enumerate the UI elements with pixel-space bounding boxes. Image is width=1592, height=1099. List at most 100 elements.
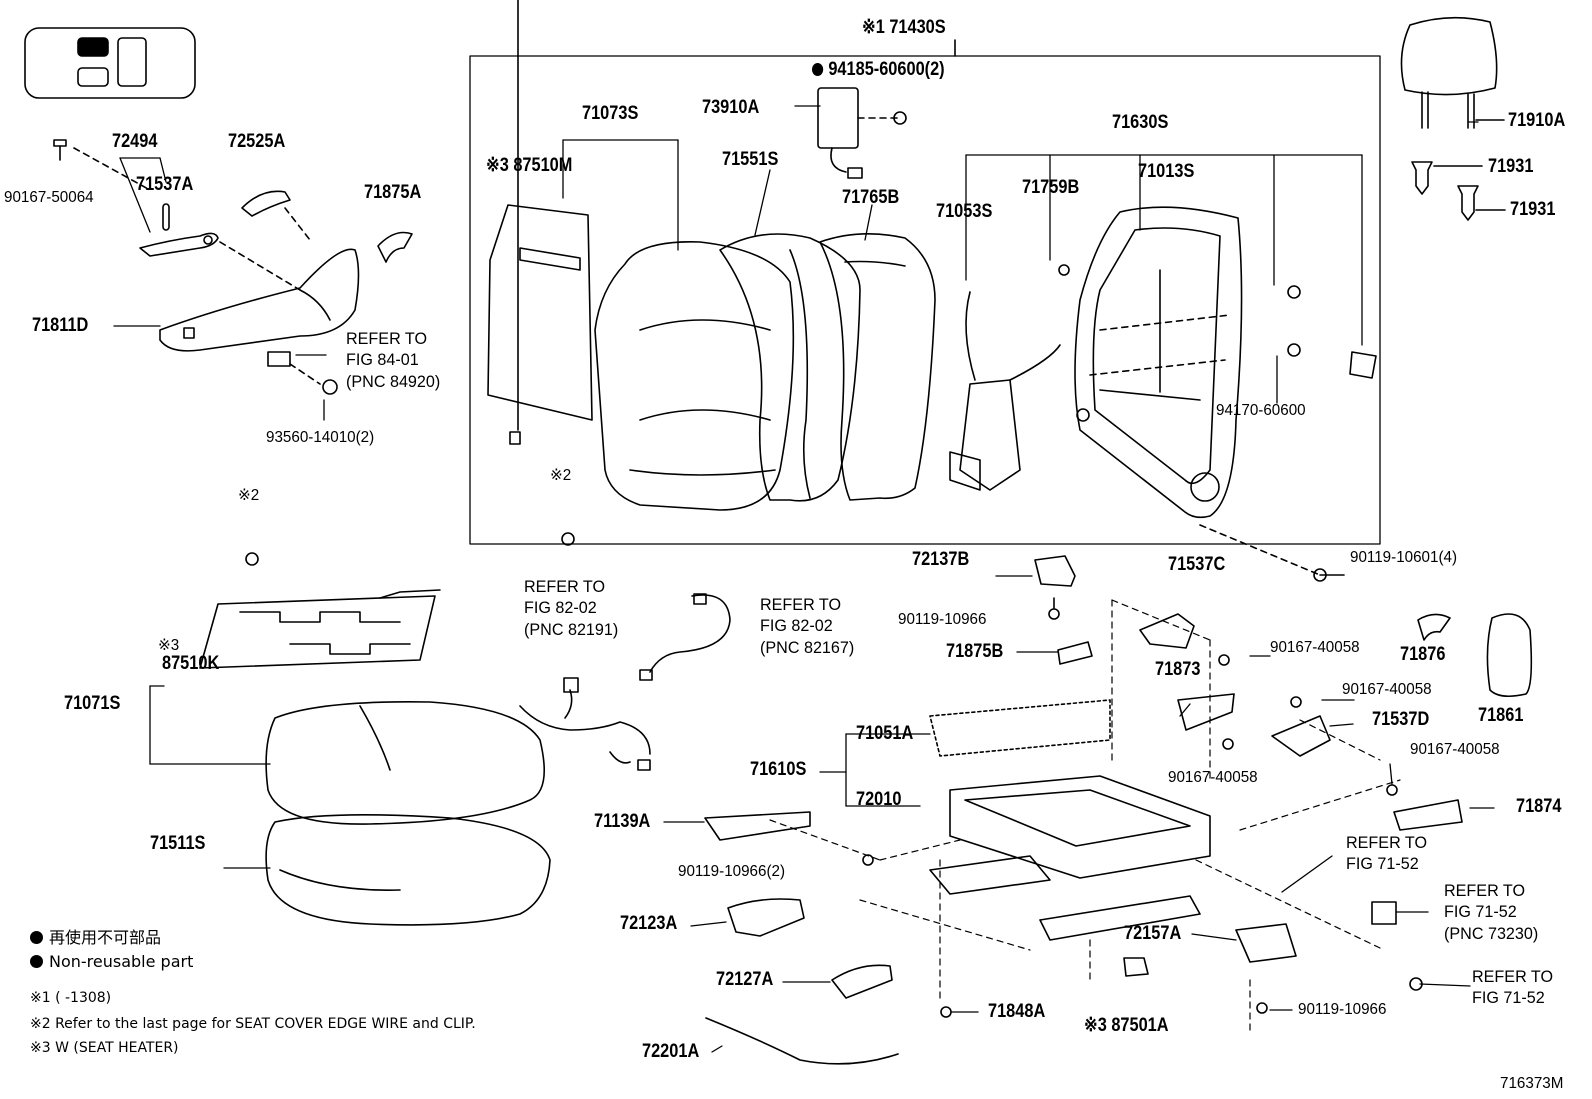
refer-fig-71-52-a: REFER TO FIG 71-52 xyxy=(1346,832,1427,875)
part-label-71630S: 71630S xyxy=(1112,112,1169,133)
legend-jp-text: 再使用不可部品 xyxy=(49,928,162,947)
part-label-90119-10966-bottom: 90119-10966 xyxy=(1298,1001,1387,1018)
part-label-71874: 71874 xyxy=(1516,796,1562,817)
non-reusable-dot-icon xyxy=(812,63,824,76)
part-label-71071S: 71071S xyxy=(64,693,121,714)
part-number: 94185-60600(2) xyxy=(828,59,945,80)
part-label-71931-lower: 71931 xyxy=(1510,199,1556,220)
part-label-71931-upper: 71931 xyxy=(1488,156,1534,177)
part-label-71759B: 71759B xyxy=(1022,177,1080,198)
non-reusable-dot-icon xyxy=(30,955,43,968)
wire-harness-icon xyxy=(519,593,731,771)
part-label-71910A: 71910A xyxy=(1508,110,1566,131)
refer-fig-text: FIG 82-02 xyxy=(760,616,833,636)
legend-japanese: 再使用不可部品 xyxy=(30,930,161,946)
seat-cushion-heater-icon xyxy=(199,589,441,669)
refer-to-text: REFER TO xyxy=(760,595,842,614)
part-label-87510K: 87510K xyxy=(162,653,220,674)
hinge-cover-icon xyxy=(377,231,413,263)
refer-to-text: REFER TO xyxy=(1346,833,1428,852)
seat-cushion-cover-icon xyxy=(265,701,546,825)
refer-fig-text: FIG 84-01 xyxy=(346,350,419,370)
seat-heater-pad-icon xyxy=(487,0,593,445)
part-label-71013S: 71013S xyxy=(1138,161,1195,182)
refer-to-text: REFER TO xyxy=(346,329,428,348)
refer-to-text: REFER TO xyxy=(524,577,606,596)
seatback-assembly-frame xyxy=(469,55,1381,545)
part-label-90119-10966-top: 90119-10966 xyxy=(898,611,987,628)
part-label-72010: 72010 xyxy=(856,789,902,810)
seatback-frame-icon xyxy=(1074,206,1243,519)
refer-to-text: REFER TO xyxy=(1472,967,1554,986)
refer-pnc-text: (PNC 82167) xyxy=(760,637,855,657)
part-label-94170-60600: 94170-60600 xyxy=(1216,402,1306,419)
part-label-71537D: 71537D xyxy=(1372,709,1430,730)
note-mark-2-center: ※2 xyxy=(550,467,572,484)
part-label-71430S: ※1 71430S xyxy=(862,17,946,38)
part-label-72123A: 72123A xyxy=(620,913,678,934)
part-label-72201A: 72201A xyxy=(642,1041,700,1062)
refer-fig-71-52-c: REFER TO FIG 71-52 xyxy=(1472,966,1553,1009)
part-label-71861: 71861 xyxy=(1478,705,1524,726)
leaders-lower xyxy=(663,575,1495,1053)
legend-en-text: Non-reusable part xyxy=(49,952,194,971)
part-label-71610S: 71610S xyxy=(750,759,807,780)
clip-icon xyxy=(267,351,338,395)
refer-fig-82-02-pnc-82167: REFER TO FIG 82-02 (PNC 82167) xyxy=(760,594,854,658)
part-label-90167-40058-c: 90167-40058 xyxy=(1410,741,1500,758)
part-label-71073S: 71073S xyxy=(582,103,639,124)
part-label-71876: 71876 xyxy=(1400,644,1446,665)
part-label-93560-14010: 93560-14010(2) xyxy=(266,429,375,446)
note-2: ※2 Refer to the last page for SEAT COVER… xyxy=(30,1016,476,1032)
diagram-id: 716373M xyxy=(1500,1075,1564,1092)
non-reusable-dot-icon xyxy=(30,931,43,944)
part-label-90167-50064: 90167-50064 xyxy=(4,189,94,206)
part-label-90167-40058-b: 90167-40058 xyxy=(1342,681,1432,698)
part-label-71551S: 71551S xyxy=(722,149,779,170)
seat-position-icon xyxy=(24,27,196,99)
headrest-icon xyxy=(1400,16,1505,129)
refer-fig-84-01: REFER TO FIG 84-01 (PNC 84920) xyxy=(346,328,440,392)
part-label-72525A: 72525A xyxy=(228,131,286,152)
part-label-87501A: ※3 87501A xyxy=(1084,1015,1169,1036)
part-label-71873: 71873 xyxy=(1155,659,1201,680)
seatback-pad-icon xyxy=(594,241,795,511)
refer-pnc-text: (PNC 84920) xyxy=(346,371,441,391)
headrest-guide-icon xyxy=(1411,161,1506,221)
dashed-assembly-lines xyxy=(769,599,1401,1033)
note-1: ※1 ( -1308) xyxy=(30,990,112,1006)
part-label-71537C: 71537C xyxy=(1168,554,1226,575)
screw-icon xyxy=(53,139,67,161)
refer-to-text: REFER TO xyxy=(1444,881,1526,900)
cushion-leader xyxy=(149,685,271,869)
leader-lines xyxy=(113,105,1479,421)
part-label-72494: 72494 xyxy=(112,131,158,152)
part-label-71511S: 71511S xyxy=(150,833,206,854)
armrest-icon xyxy=(159,248,360,352)
refer-fig-71-52-b: REFER TO FIG 71-52 (PNC 73230) xyxy=(1444,880,1538,944)
part-label-71051A: 71051A xyxy=(856,723,914,744)
refer-pnc-text: (PNC 82191) xyxy=(524,619,619,639)
part-label-90167-40058-a: 90167-40058 xyxy=(1270,639,1360,656)
legend-english: Non-reusable part xyxy=(30,954,193,970)
adjuster-knob-icon xyxy=(1349,351,1377,379)
seat-cushion-frame-icon xyxy=(929,775,1211,941)
part-label-73910A: 73910A xyxy=(702,97,760,118)
lumbar-support-icon xyxy=(949,291,1061,491)
side-airbag-icon xyxy=(817,87,907,179)
part-label-71765B: 71765B xyxy=(842,187,900,208)
refer-fig-82-02-pnc-82191: REFER TO FIG 82-02 (PNC 82191) xyxy=(524,576,618,640)
part-label-71139A: 71139A xyxy=(594,811,651,832)
seat-cushion-pad-icon xyxy=(265,814,551,926)
part-label-71053S: 71053S xyxy=(936,201,993,222)
refer-fig-text: FIG 71-52 xyxy=(1472,988,1545,1008)
note-mark-3: ※3 xyxy=(158,637,180,654)
refer-pnc-text: (PNC 73230) xyxy=(1444,923,1539,943)
refer-fig-text: FIG 71-52 xyxy=(1346,854,1419,874)
armrest-bracket-icon xyxy=(139,203,219,257)
part-label-94185-60600: 94185-60600(2) xyxy=(812,60,945,79)
seat-spring-icon xyxy=(929,699,1111,757)
part-label-72157A: 72157A xyxy=(1124,923,1182,944)
note-3: ※3 W (SEAT HEATER) xyxy=(30,1040,179,1056)
part-label-90167-40058-d: 90167-40058 xyxy=(1168,769,1258,786)
